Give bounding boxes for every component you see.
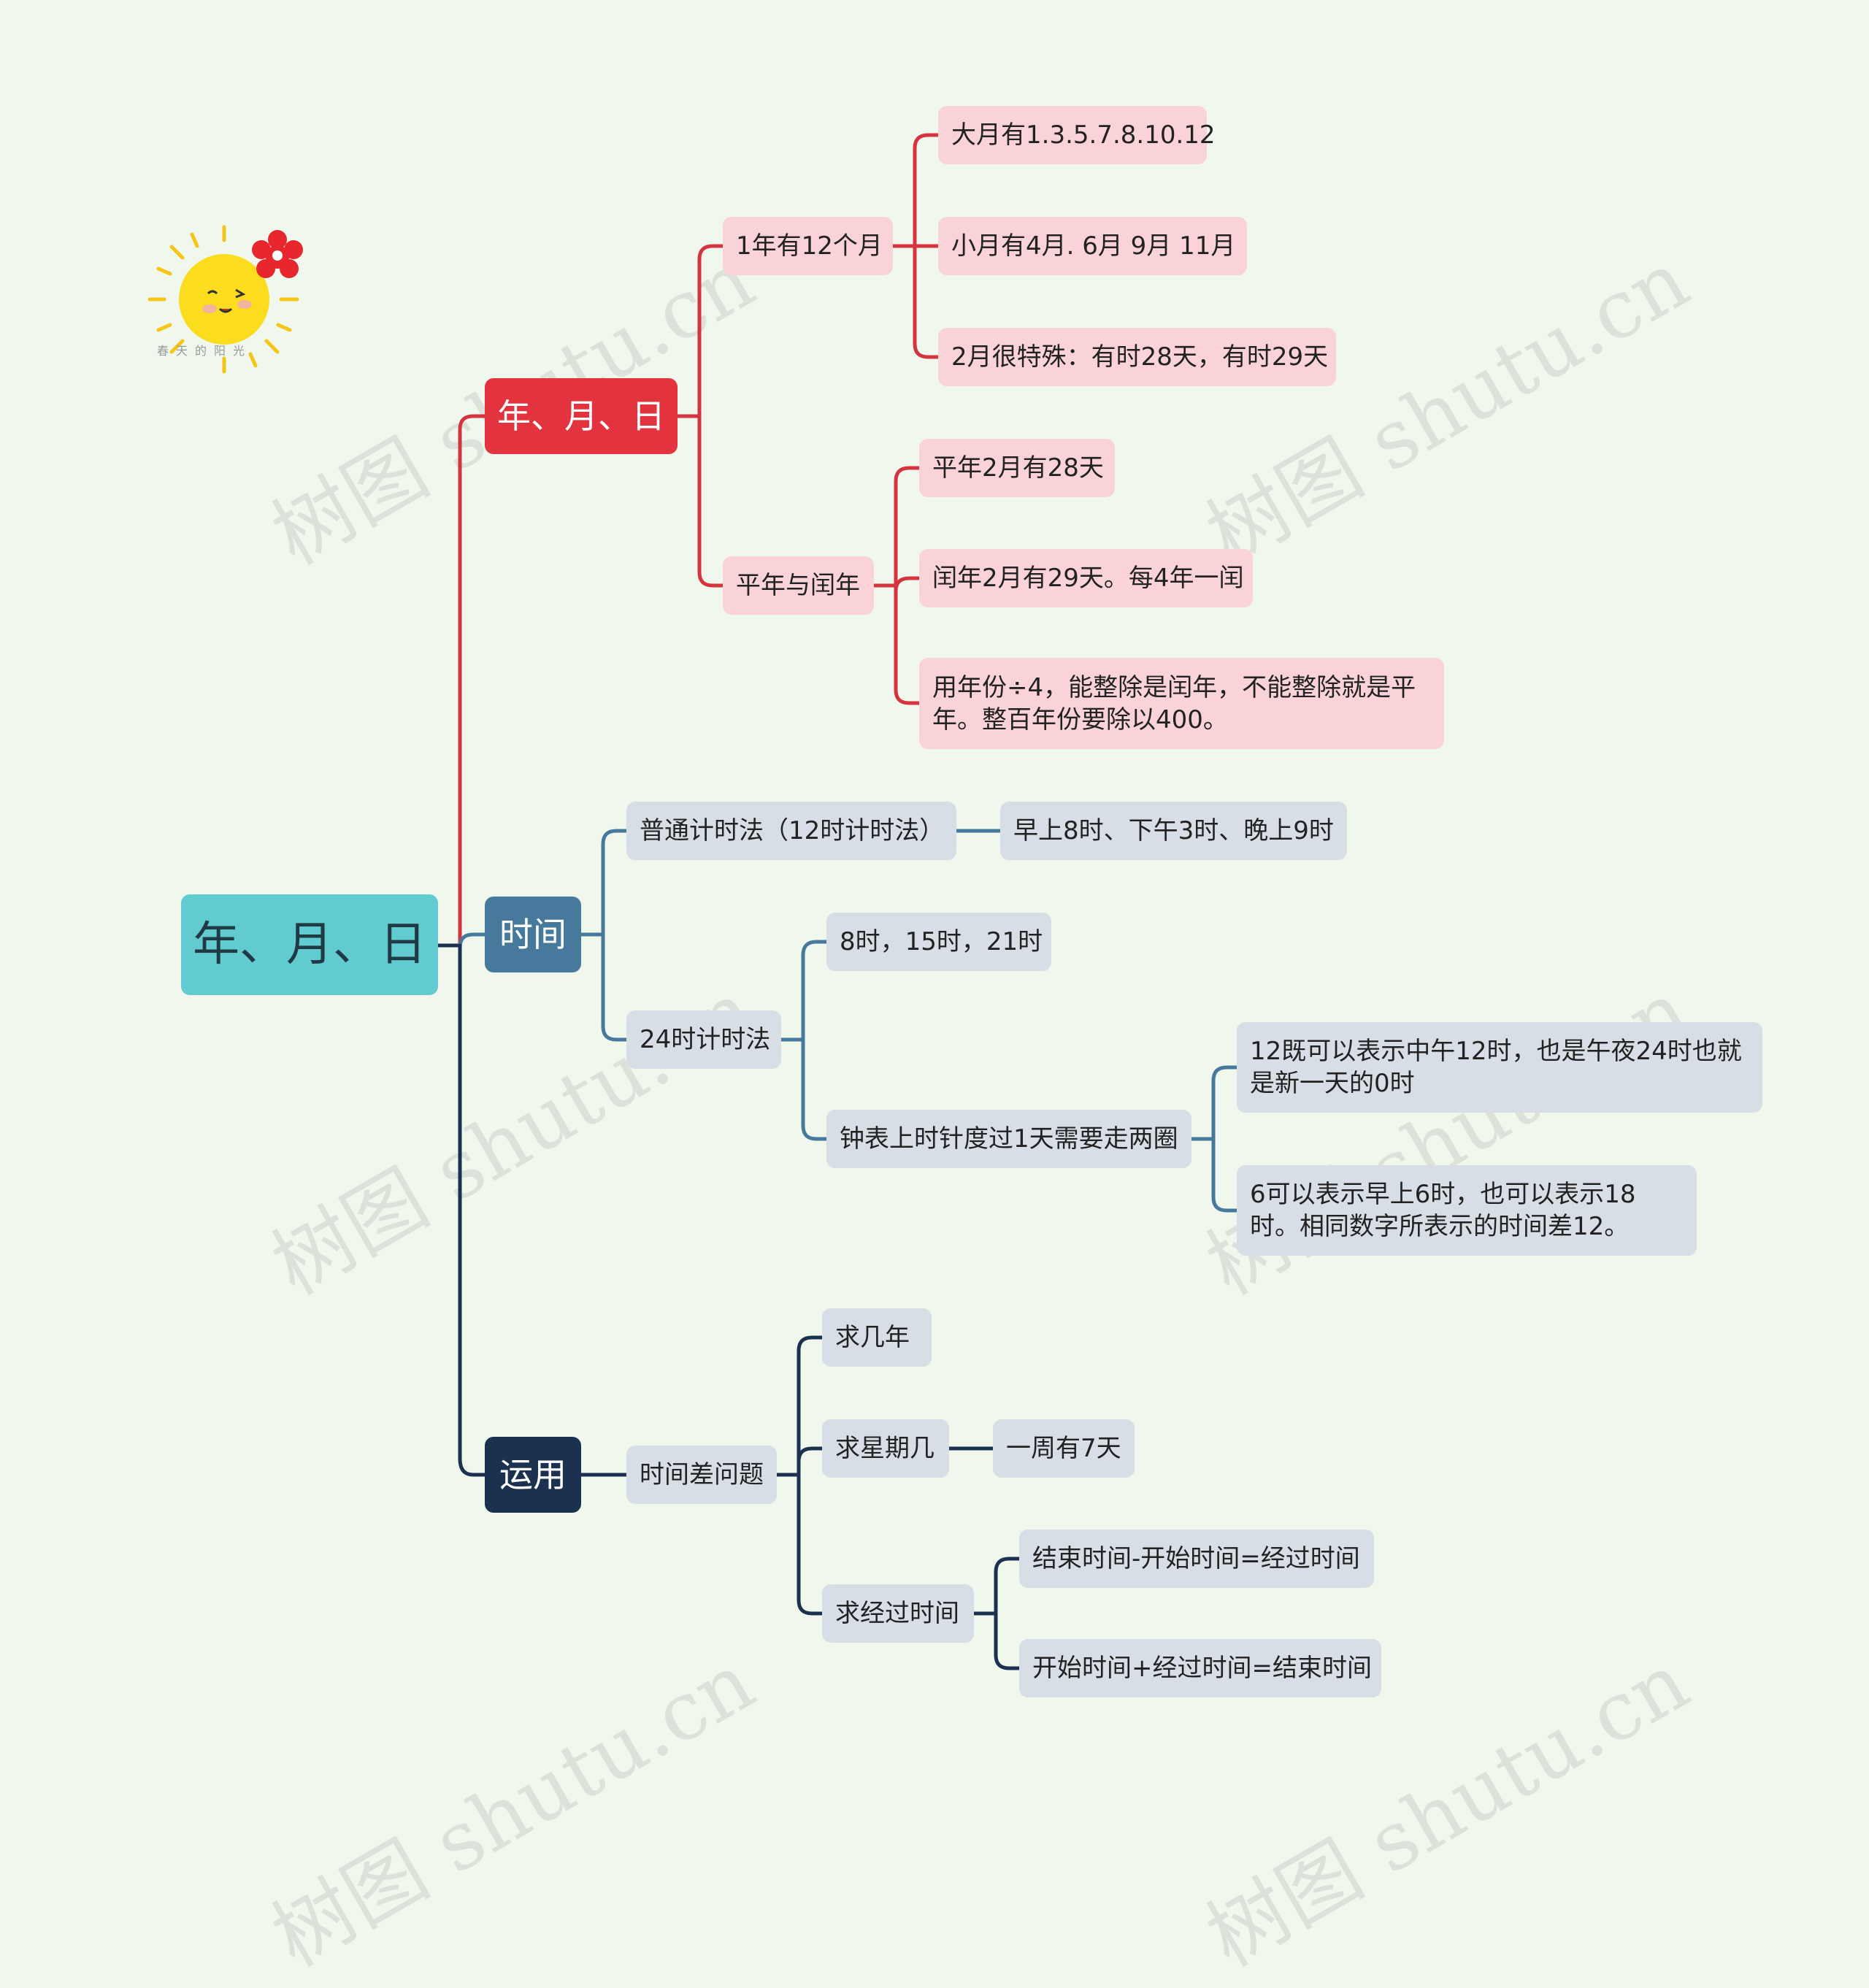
- node-clock-hand[interactable]: 钟表上时针度过1天需要走两圈: [826, 1110, 1191, 1168]
- root-node[interactable]: 年、月、日: [181, 894, 438, 995]
- sun-caption: 春天的阳光: [157, 341, 252, 358]
- node-common-leap[interactable]: 平年与闰年: [723, 556, 874, 615]
- node-common-year[interactable]: 平年2月有28天: [919, 439, 1115, 497]
- node-24h-system[interactable]: 24时计时法: [626, 1010, 781, 1069]
- node-find-years[interactable]: 求几年: [822, 1308, 932, 1367]
- node-formula-1[interactable]: 结束时间-开始时间=经过时间: [1019, 1530, 1374, 1588]
- connector: [460, 945, 485, 1475]
- connector: [799, 1448, 822, 1475]
- node-february[interactable]: 2月很特殊：有时28天，有时29天: [938, 328, 1336, 386]
- connector: [896, 586, 919, 703]
- node-number-6[interactable]: 6可以表示早上6时，也可以表示18时。相同数字所表示的时间差12。: [1237, 1165, 1697, 1256]
- connector: [1213, 1067, 1237, 1139]
- node-24h-example[interactable]: 8时，15时，21时: [826, 913, 1051, 971]
- node-number-12[interactable]: 12既可以表示中午12时，也是午夜24时也就是新一天的0时: [1237, 1022, 1762, 1113]
- connector: [803, 942, 826, 1040]
- connector: [603, 831, 626, 934]
- connector: [460, 416, 485, 945]
- node-12h-system[interactable]: 普通计时法（12时计时法）: [626, 802, 956, 860]
- node-find-weekday[interactable]: 求星期几: [822, 1419, 949, 1478]
- connector: [603, 934, 626, 1040]
- node-leap-rule[interactable]: 用年份÷4，能整除是闰年，不能整除就是平年。整百年份要除以400。: [919, 658, 1444, 749]
- mind-map-canvas: 树图 shutu.cn 树图 shutu.cn 树图 shutu.cn 树图 s…: [0, 0, 1869, 1803]
- connector: [803, 1040, 826, 1139]
- flower-icon: [248, 228, 307, 286]
- connector: [699, 416, 723, 586]
- connector: [996, 1559, 1019, 1613]
- node-find-elapsed[interactable]: 求经过时间: [822, 1584, 974, 1643]
- branch-ymd[interactable]: 年、月、日: [485, 378, 678, 454]
- connector: [915, 135, 938, 246]
- node-leap-year[interactable]: 闰年2月有29天。每4年一闰: [919, 549, 1253, 607]
- node-formula-2[interactable]: 开始时间+经过时间=结束时间: [1019, 1639, 1381, 1697]
- branch-use[interactable]: 运用: [485, 1437, 581, 1513]
- connector: [996, 1613, 1019, 1668]
- branch-time[interactable]: 时间: [485, 897, 581, 972]
- node-big-months[interactable]: 大月有1.3.5.7.8.10.12: [938, 106, 1207, 164]
- node-12-months[interactable]: 1年有12个月: [723, 217, 893, 275]
- node-12h-example[interactable]: 早上8时、下午3时、晚上9时: [1000, 802, 1347, 860]
- connector: [460, 934, 485, 948]
- connector: [699, 246, 723, 416]
- node-time-diff[interactable]: 时间差问题: [626, 1446, 777, 1504]
- connector: [1213, 1139, 1237, 1210]
- connector: [799, 1475, 822, 1613]
- node-small-months[interactable]: 小月有4月. 6月 9月 11月: [938, 217, 1247, 275]
- connector: [896, 468, 919, 586]
- connector: [915, 246, 938, 357]
- node-week-days[interactable]: 一周有7天: [993, 1419, 1135, 1478]
- connector: [896, 578, 919, 591]
